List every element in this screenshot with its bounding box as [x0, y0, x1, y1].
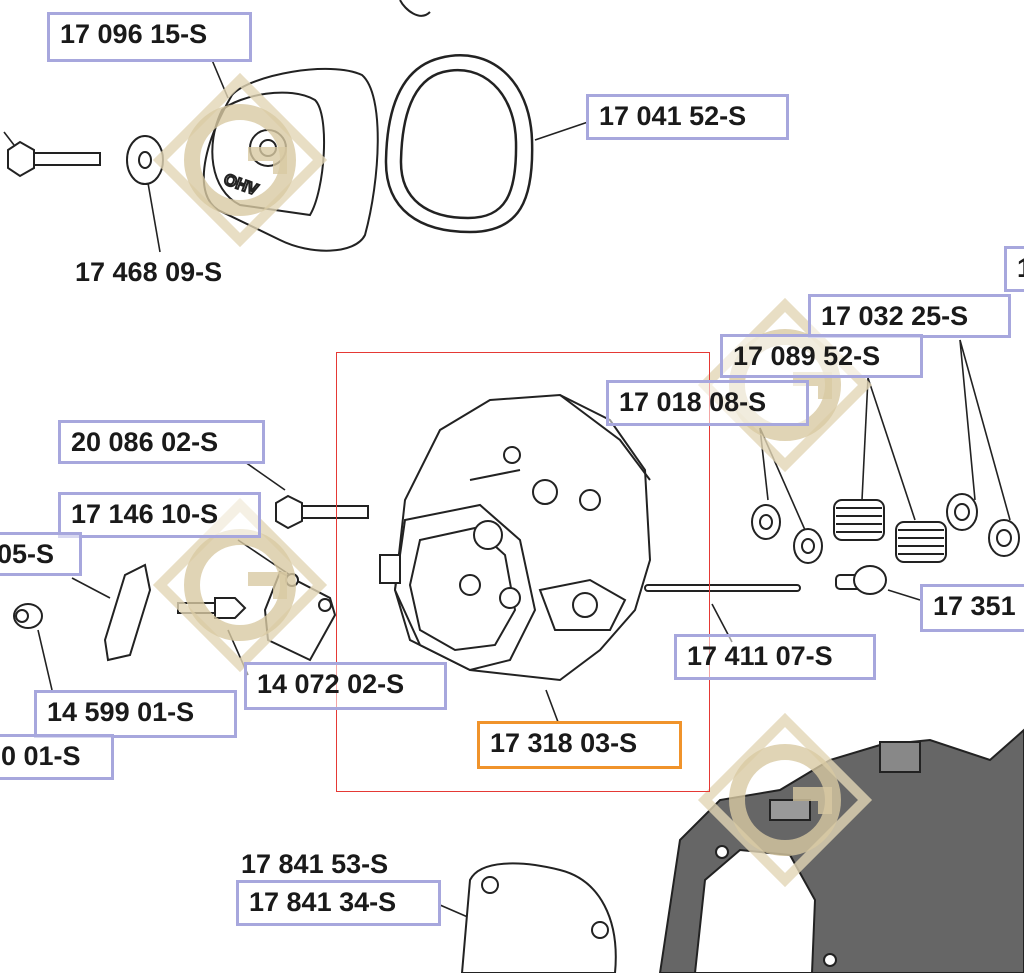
- part-label-17-032-25[interactable]: 17 032 25-S: [808, 294, 1011, 338]
- part-label-17-018-08[interactable]: 17 018 08-S: [606, 380, 809, 426]
- head-bolt-drawing: [275, 494, 369, 530]
- part-label-17-146-10[interactable]: 17 146 10-S: [58, 492, 261, 538]
- part-label-0-01-s[interactable]: 0 01-S: [0, 734, 114, 780]
- leader-lines: [3, 59, 1024, 919]
- cylinder-head-drawing: [379, 393, 652, 682]
- part-label-17-318-03[interactable]: 17 318 03-S: [477, 721, 682, 769]
- part-label-17-351[interactable]: 17 351: [920, 584, 1024, 632]
- valve-cover-gasket-drawing: [384, 54, 534, 234]
- cover-bolt-drawing: [7, 0, 431, 185]
- part-label-14-072-02[interactable]: 14 072 02-S: [244, 662, 447, 710]
- part-label-17-841-34[interactable]: 17 841 34-S: [236, 880, 441, 926]
- selected-part-frame: [336, 352, 710, 792]
- part-label-05-s[interactable]: 05-S: [0, 532, 82, 576]
- valve-train-drawing: [751, 493, 1020, 595]
- head-gasket-drawing: [460, 862, 617, 973]
- part-label-17-411-07[interactable]: 17 411 07-S: [674, 634, 876, 680]
- part-label-17-468-09[interactable]: 17 468 09-S: [75, 257, 223, 287]
- part-label-17-041-52[interactable]: 17 041 52-S: [586, 94, 789, 140]
- part-label-17-089-52[interactable]: 17 089 52-S: [720, 334, 923, 378]
- part-label-14-599-01[interactable]: 14 599 01-S: [34, 690, 237, 738]
- part-label-17-841-53[interactable]: 17 841 53-S: [241, 849, 389, 879]
- part-label-17-096-15[interactable]: 17 096 15-S: [47, 12, 252, 62]
- part-label-edge-1[interactable]: 1: [1004, 246, 1024, 292]
- engine-block-drawing: [658, 728, 1024, 973]
- part-label-20-086-02[interactable]: 20 086 02-S: [58, 420, 265, 464]
- push-rod-drawing: [644, 584, 801, 592]
